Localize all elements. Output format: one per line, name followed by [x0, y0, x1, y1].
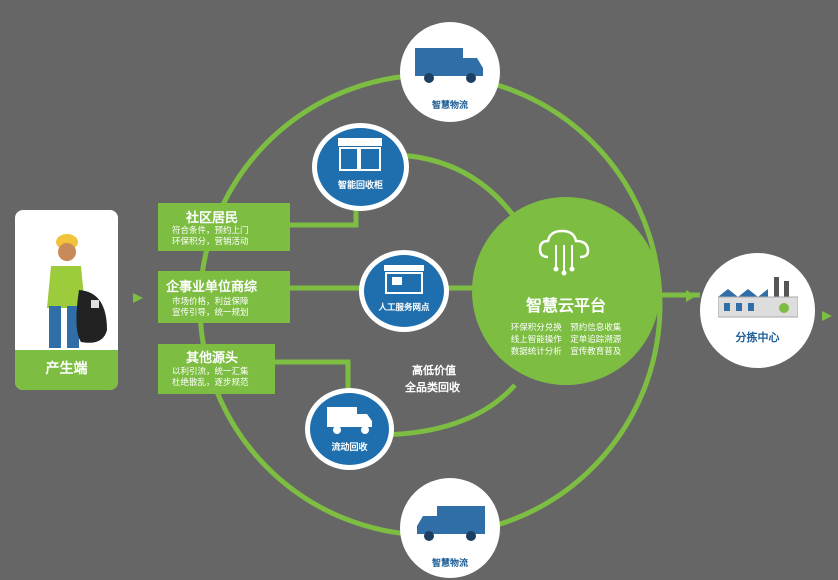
logistics-bottom-label: 智慧物流: [431, 559, 468, 569]
recycling-cabinet-icon: [338, 138, 382, 171]
enterprise-line2: 宣传引导，统一规划: [172, 308, 249, 318]
enterprise-line1: 市场价格，利益保障: [172, 297, 249, 307]
producer-label: 产生端: [45, 361, 88, 377]
logistics-top-node: 智慧物流: [400, 22, 500, 122]
truck-icon: [415, 48, 483, 83]
arc-mobile-platform: [374, 383, 517, 438]
platform-line1: 环保积分兑换 预约信息收集: [510, 323, 622, 333]
other-line1: 以利引流，统一汇集: [172, 367, 249, 377]
enterprise-box: [158, 271, 290, 323]
truck-icon: [417, 506, 485, 541]
factory-icon: [718, 277, 798, 318]
cloud-icon: [538, 229, 590, 276]
producer-label-bar: [15, 350, 118, 390]
other-line2: 杜绝散乱，逐步规范: [172, 378, 249, 388]
service-point-node: 人工服务网点: [359, 250, 449, 332]
enterprise-title: 企事业单位商综: [166, 280, 258, 295]
cabinet-label: 智能回收柜: [337, 181, 383, 191]
mobile-node: 流动回收: [305, 388, 394, 470]
logistics-bottom-node: 智慧物流: [400, 478, 500, 578]
arrow-sorting: [686, 290, 696, 302]
link-other-mobile: [275, 359, 351, 395]
residents-box: [158, 203, 290, 251]
sorting-center-node: 分拣中心: [700, 253, 815, 368]
value-text-line1: 高低价值: [412, 364, 456, 377]
other-title: 其他源头: [186, 351, 239, 366]
person-carrying-trash-icon: [47, 234, 107, 348]
residents-title: 社区居民: [186, 211, 239, 226]
platform-line3: 数据统计分析 宣传教育普及: [510, 347, 622, 357]
arrow-producer: [133, 293, 143, 303]
platform-title: 智慧云平台: [525, 296, 606, 315]
service-point-label: 人工服务网点: [378, 303, 430, 313]
sorting-center-label: 分拣中心: [735, 331, 780, 344]
mobile-label: 流动回收: [331, 443, 368, 453]
cloud-platform-node: 智慧云平台 环保积分兑换 预约信息收集 线上智能操作 定单追踪溯源 数据统计分析…: [472, 197, 660, 385]
producer-card: 产生端: [15, 210, 118, 390]
logistics-top-label: 智慧物流: [431, 101, 468, 111]
other-box: [158, 344, 275, 394]
cabinet-node: 智能回收柜: [312, 123, 409, 211]
value-text-line2: 全品类回收: [405, 381, 460, 394]
platform-line2: 线上智能操作 定单追踪溯源: [510, 335, 622, 345]
arrow-right-edge: [822, 311, 832, 321]
residents-line1: 符合条件，预约上门: [172, 226, 249, 236]
small-truck-icon: [327, 407, 372, 434]
service-point-icon: [384, 265, 424, 294]
residents-line2: 环保积分，营销活动: [172, 237, 249, 247]
